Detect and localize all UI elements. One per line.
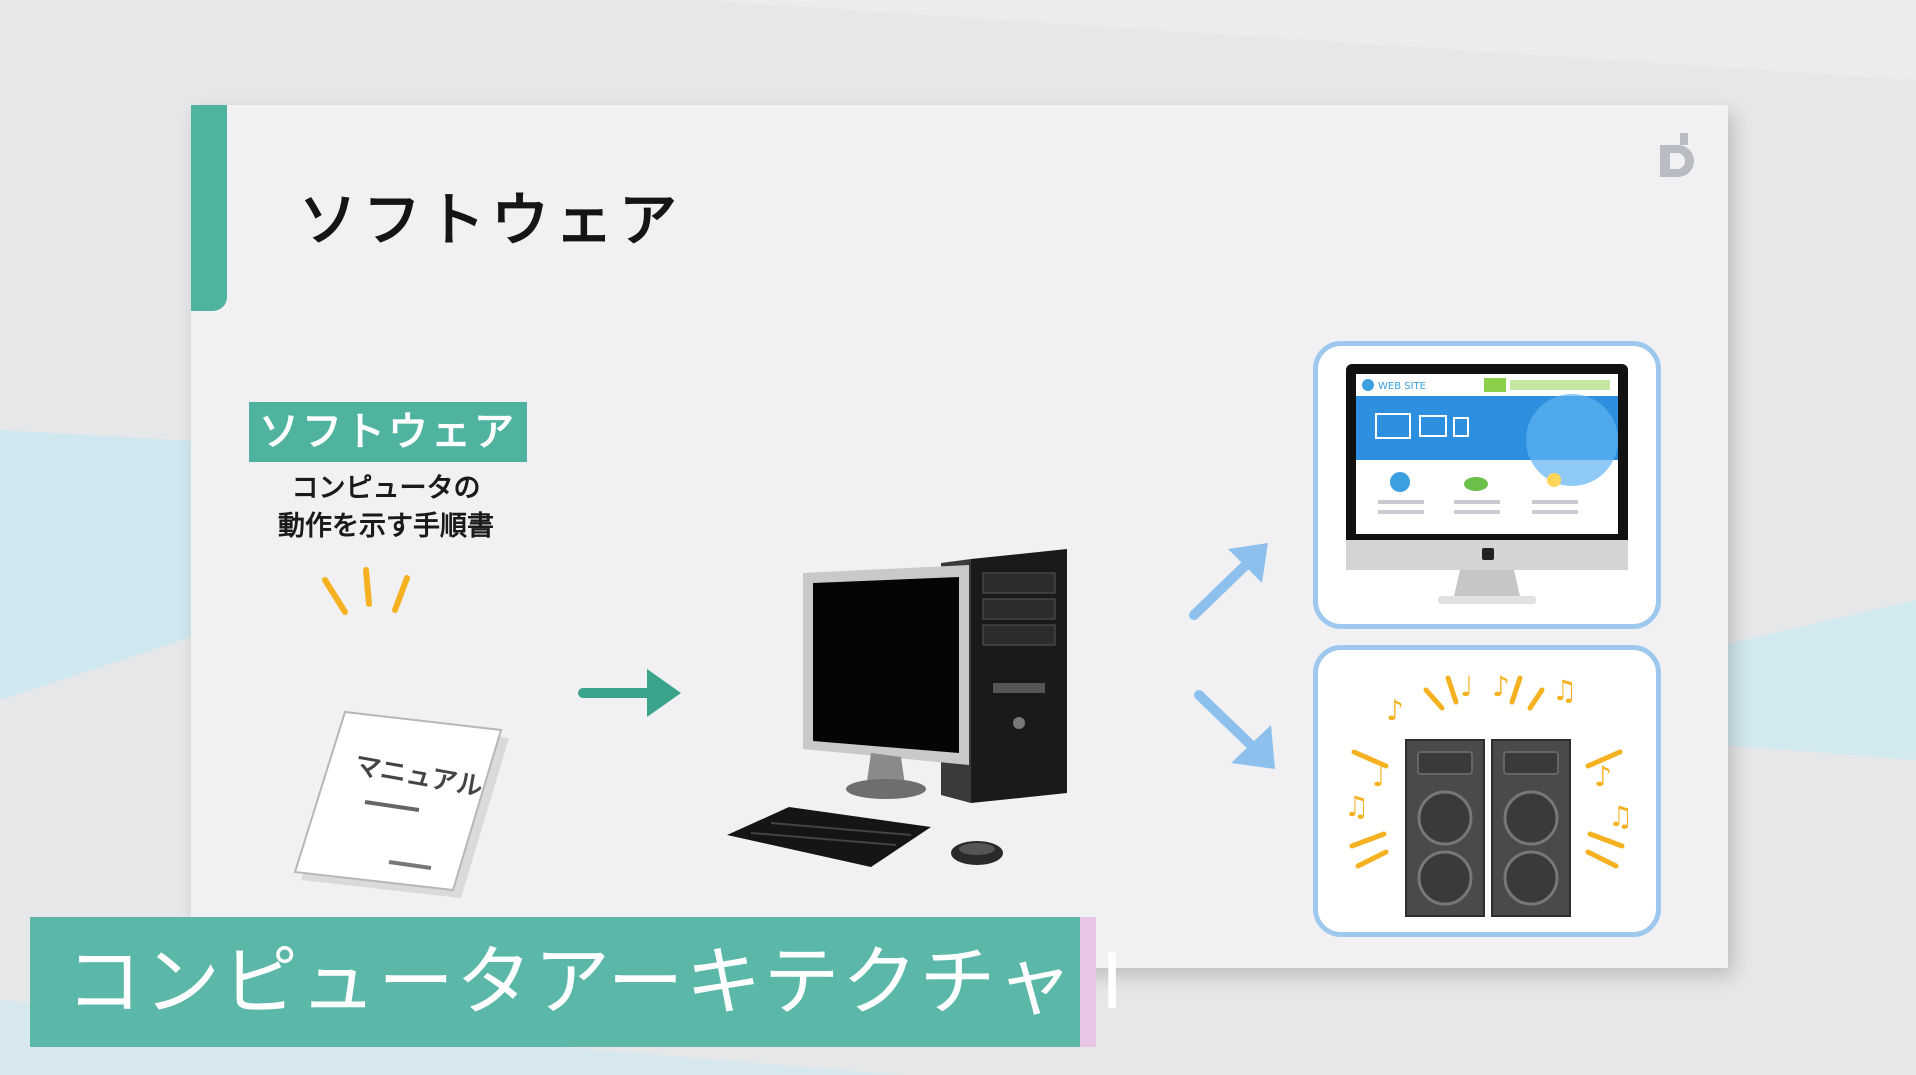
- arrow-down-right-icon: [1194, 690, 1275, 769]
- svg-text:♪: ♪: [1492, 670, 1510, 703]
- svg-text:♪: ♪: [1386, 694, 1404, 727]
- software-tag: ソフトウェア: [249, 402, 527, 462]
- manual-book-icon: マニュアル: [293, 567, 509, 898]
- website-label: WEB SITE: [1378, 381, 1426, 392]
- svg-text:♩: ♩: [1372, 760, 1385, 793]
- svg-text:♪: ♪: [1594, 760, 1612, 793]
- speakers-music-icon: ♪♩♪ ♫♫♩ ♪♫: [1344, 670, 1633, 917]
- slide: ソフトウェア ソフトウェア コンピュータの 動作を示す手順書 マニュアル: [191, 105, 1728, 968]
- course-caption-text: コンピュータアーキテクチャ Ⅰ: [66, 937, 1126, 1026]
- software-description: コンピュータの 動作を示す手順書: [231, 470, 541, 546]
- slide-title: ソフトウェア: [299, 186, 684, 254]
- description-line: 動作を示す手順書: [278, 511, 494, 542]
- speakers-panel: ♪♩♪ ♫♫♩ ♪♫: [1313, 645, 1661, 937]
- svg-text:♫: ♫: [1552, 674, 1577, 707]
- svg-text:♫: ♫: [1608, 800, 1633, 833]
- logo-icon: [1660, 133, 1694, 177]
- description-line: コンピュータの: [291, 473, 481, 504]
- desktop-computer-icon: [727, 549, 1067, 867]
- website-panel: WEB SITE: [1313, 341, 1661, 629]
- arrow-right-icon: [578, 669, 681, 717]
- arrow-up-right-icon: [1189, 543, 1268, 620]
- course-caption-bar: コンピュータアーキテクチャ Ⅰ: [30, 917, 1123, 1047]
- monitor-website-icon: WEB SITE: [1346, 364, 1628, 604]
- svg-text:♫: ♫: [1344, 790, 1369, 823]
- svg-text:♩: ♩: [1460, 670, 1473, 703]
- title-accent-bar: [191, 105, 227, 311]
